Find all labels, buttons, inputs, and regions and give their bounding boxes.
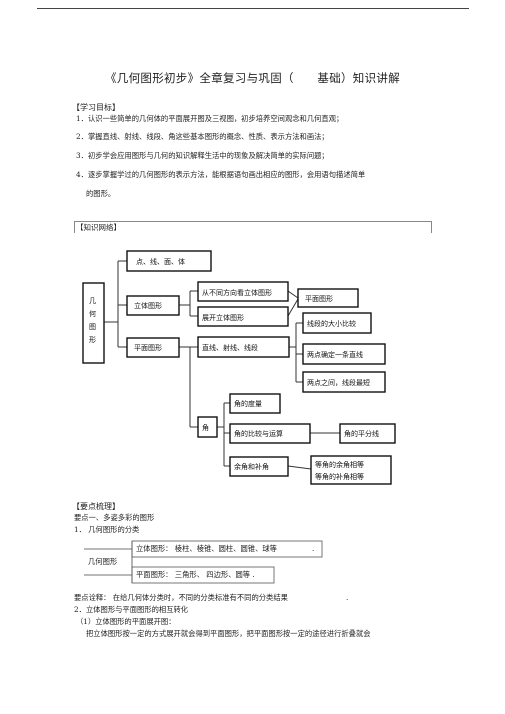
page-title: 《几何图形初步》全章复习与巩固（ 基础）知识讲解 xyxy=(105,71,400,85)
node-line-prop-3: 两点之间，线段最短 xyxy=(307,378,370,387)
node-points-lines-box xyxy=(126,250,212,272)
plane-class-box xyxy=(131,566,275,584)
class-root: 几何图形 xyxy=(88,557,118,566)
node-line-prop-1-box xyxy=(302,312,372,334)
node-bisector-frame xyxy=(339,423,396,444)
point-2-1-text: 把立体图形按一定的方式展开就会得到平面图形，把平面图形按一定的途径进行折叠就会 xyxy=(86,629,371,638)
node-line-prop-2: 两点确定一条直线 xyxy=(307,350,363,359)
goal-item-4-cont: 的图形。 xyxy=(86,189,116,198)
point-1-1: 1． 几何图形的分类 xyxy=(74,525,140,534)
node-view-box xyxy=(197,281,289,302)
node-line-prop-3-box xyxy=(302,371,386,393)
node-solid: 立体图形 xyxy=(134,301,162,310)
node-solid-box xyxy=(126,295,180,316)
solid-class-box xyxy=(131,540,323,558)
node-plane-shape: 平面图形 xyxy=(305,295,333,303)
node-angle-2-box xyxy=(229,423,311,444)
node-root-box xyxy=(82,282,105,364)
node-line: 直线、射线、线段 xyxy=(202,343,258,352)
class-solid-end: . xyxy=(312,544,315,553)
connector-comp xyxy=(287,465,312,470)
node-points-lines: 点、线、面、体 xyxy=(136,257,185,266)
node-view: 从不同方向看立体图形 xyxy=(202,288,272,297)
node-comp-2: 等角的补角相等 xyxy=(315,472,364,481)
node-line-prop-1: 线段的大小比较 xyxy=(307,319,356,328)
connector-unfold-plane xyxy=(287,298,299,317)
node-angle: 角 xyxy=(202,423,209,432)
point-2-1: （1）立体图形的平面展开图： xyxy=(76,617,176,626)
node-plane: 平面图形 xyxy=(134,344,162,352)
network-header: 【知识网络】 xyxy=(76,223,121,232)
goal-item-3: 3．初步学会应用图形与几何的知识解释生活中的现象及解决简单的实际问题； xyxy=(76,151,329,160)
goal-item-2: 2．掌握直线、射线、线段、角这些基本图形的概念、性质、表示方法和画法； xyxy=(76,132,329,141)
note: 要点诠释： 在给几何体分类时，不同的分类标准有不同的分类结果 xyxy=(74,593,288,602)
points-header: 【要点梳理】 xyxy=(72,502,120,511)
goal-item-4: 4．逐步掌握学过的几何图形的表示方法，能根据语句画出相应的图形，会用语句描述简单 xyxy=(76,170,366,179)
node-plane-box xyxy=(126,337,180,358)
node-angle-1: 角的度量 xyxy=(234,399,262,408)
node-angle-1-box xyxy=(229,393,281,414)
node-angle-3-box xyxy=(229,456,289,477)
connector-view-plane xyxy=(287,290,299,299)
node-plane-shape-box xyxy=(297,288,359,308)
node-root-text: 几何图形 xyxy=(89,297,96,344)
node-angle-2: 角的比较与运算 xyxy=(234,429,283,438)
goals-header: 【学习目标】 xyxy=(72,103,120,112)
node-unfold-box xyxy=(197,306,289,327)
point-1: 要点一、多姿多彩的图形 xyxy=(74,513,155,522)
goal-item-1: 1．认识一些简单的几何体的平面展开图及三视图，初步培养空间观念和几何直观； xyxy=(76,114,344,123)
classification-diagram xyxy=(84,540,323,584)
node-comp-1: 等角的余角相等 xyxy=(315,460,364,469)
node-angle-3: 余角和补角 xyxy=(234,462,269,471)
class-solid: 立体图形： 棱柱、棱锥、圆柱、圆锥、球等 xyxy=(136,544,277,553)
node-line-box xyxy=(197,336,290,358)
node-angle-box xyxy=(197,416,218,438)
header-rule xyxy=(37,8,469,9)
note-end: . xyxy=(346,593,349,602)
class-plane: 平面图形： 三角形、 四边形、圆等 . xyxy=(136,570,255,579)
node-unfold: 展开立体图形 xyxy=(202,313,244,322)
node-comp-box xyxy=(310,455,392,485)
node-line-prop-2-box xyxy=(302,343,386,365)
network-header-box xyxy=(74,221,432,233)
knowledge-mindmap: 几何图形 点、线、面、体 立体图形 平面图形 从不同方向看立体图形 展开立体图形… xyxy=(82,250,396,485)
point-2: 2．立体图形与平面图形的相互转化 xyxy=(74,605,189,614)
node-bisector: 角的平分线 xyxy=(344,429,379,438)
